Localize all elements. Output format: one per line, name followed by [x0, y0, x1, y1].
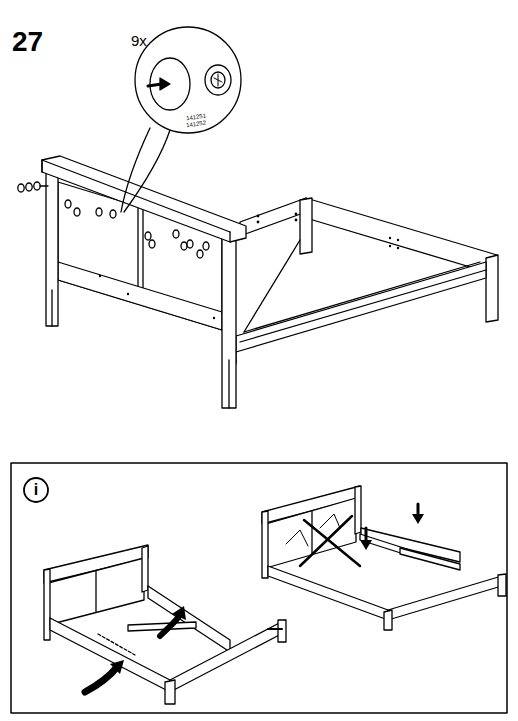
- info-panel: [11, 463, 507, 713]
- step-number: 27: [12, 28, 43, 56]
- cap-fittings: [18, 182, 209, 258]
- info-icon: [24, 478, 48, 502]
- info-letter: i: [34, 482, 38, 498]
- bed-frame: [42, 156, 498, 408]
- bed-no-slats: [44, 545, 286, 704]
- quantity-label: 9x: [131, 33, 147, 48]
- bed-wrong-slats: [262, 486, 506, 630]
- detail-callout: [121, 27, 241, 212]
